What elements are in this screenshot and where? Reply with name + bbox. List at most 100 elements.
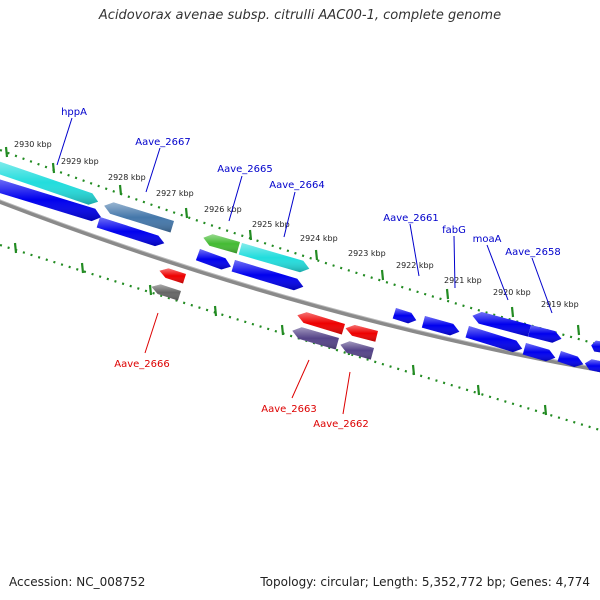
gene-arrow-hppA [0, 161, 99, 205]
position-tick-label: 2921 kbp [444, 276, 482, 285]
gene-label-forward: Aave_2664 [269, 180, 325, 191]
major-tick [184, 207, 189, 219]
position-tick-label: 2930 kbp [14, 140, 52, 149]
major-tick [248, 229, 253, 241]
gene-arrow-aave-2662-shade [345, 325, 378, 342]
major-tick [80, 262, 85, 274]
gene-arrow-aave-2663-shade [297, 312, 345, 335]
major-tick [576, 324, 581, 336]
position-tick-label: 2925 kbp [252, 220, 290, 229]
major-tick [411, 364, 416, 376]
cds-arrow [392, 308, 417, 324]
callout-line [453, 235, 456, 289]
cds-arrow [465, 326, 523, 353]
major-tick [148, 284, 153, 296]
gene-label-forward: hppA [61, 107, 87, 118]
major-tick [13, 242, 18, 254]
gene-callouts: hppA Aave_2667Aave_2665Aave_2664Aave_2661… [56, 107, 561, 430]
callout-line [342, 371, 351, 415]
gene-arrow-hppA-shade [0, 161, 99, 205]
forward-scale-track [0, 148, 600, 347]
cds-arrow [96, 217, 165, 247]
cds-arrow [522, 343, 556, 362]
gene-arrow-aave-2662-cds [340, 341, 374, 360]
major-tick [380, 269, 385, 281]
gene-arrow-aave-2667 [104, 202, 174, 233]
cds-arrow [528, 325, 562, 343]
major-tick [476, 384, 481, 396]
major-tick [445, 288, 450, 300]
callout-line [56, 117, 73, 166]
cds-arrow-shade [231, 260, 304, 291]
major-tick [280, 324, 285, 336]
gene-label-forward: Aave_2661 [383, 213, 439, 224]
major-tick [51, 162, 56, 174]
cds-arrow-shade [195, 249, 231, 270]
gene-arrow-aave-2666-cds-shade [151, 284, 181, 301]
gene-label-reverse: Aave_2662 [313, 419, 369, 430]
gene-arrow-aave-2663 [297, 312, 345, 335]
position-tick-label: 2929 kbp [61, 157, 99, 166]
gene-arrow-aave-2665 [203, 234, 240, 254]
cds-arrow-shade [591, 340, 600, 353]
gene-arrow-aave-2665-shade [203, 234, 240, 254]
gene-arrow-aave-2666-cds [151, 284, 181, 301]
cds-arrow-shade [0, 179, 102, 222]
cds-arrow [231, 260, 304, 291]
topology-text: Topology: circular; Length: 5,352,772 bp… [260, 575, 590, 589]
major-tick [213, 305, 218, 317]
cds-arrow-shade [557, 351, 584, 367]
position-tick-label: 2919 kbp [541, 300, 579, 309]
cds-arrow-shade [584, 359, 600, 373]
major-tick [510, 306, 515, 318]
genome-backbone [0, 199, 600, 373]
cds-arrow-shade [392, 308, 417, 324]
callout-line [486, 244, 509, 301]
position-tick-label: 2928 kbp [108, 173, 146, 182]
cds-arrow [472, 312, 531, 337]
cds-arrow-shade [465, 326, 523, 353]
genome-backbone-highlight [0, 199, 600, 369]
cds-arrow-shade [522, 343, 556, 362]
map-title: Acidovorax avenae subsp. citrulli AAC00-… [98, 8, 502, 23]
cds-arrow-shade [528, 325, 562, 343]
gene-arrow-aave-2664 [238, 243, 310, 273]
gene-features [0, 161, 600, 373]
gene-label-forward: Aave_2658 [505, 247, 561, 258]
callout-line [228, 175, 243, 222]
position-tick-label: 2923 kbp [348, 249, 386, 258]
callout-line [283, 191, 296, 238]
cds-arrow [557, 351, 584, 367]
gene-arrow-aave-2666-shade [159, 268, 186, 284]
accession-text: Accession: NC_008752 [9, 575, 146, 589]
major-tick [314, 249, 319, 261]
gene-arrow-aave-2667-shade [104, 202, 174, 233]
gene-label-forward: fabG [442, 225, 466, 236]
gene-arrow-aave-2666 [159, 268, 186, 284]
reverse-scale-track [0, 243, 600, 432]
gene-label-forward: moaA [473, 234, 502, 245]
position-tick-label: 2926 kbp [204, 205, 242, 214]
callout-line [409, 223, 420, 277]
major-tick [543, 404, 548, 416]
cds-arrow [421, 316, 460, 336]
position-tick-label: 2922 kbp [396, 261, 434, 270]
major-tick [4, 146, 9, 158]
callout-line [144, 312, 159, 354]
major-ticks [4, 146, 581, 416]
gene-label-reverse: Aave_2663 [261, 404, 317, 415]
cds-arrow [195, 249, 231, 270]
gene-label-forward: Aave_2667 [135, 137, 191, 148]
gene-arrow-aave-2663-cds [292, 327, 339, 350]
callout-line [145, 147, 161, 193]
callout-line [291, 359, 310, 399]
gene-label-forward: Aave_2665 [217, 164, 273, 175]
gene-arrow-aave-2663-cds-shade [292, 327, 339, 350]
cds-arrow-shade [421, 316, 460, 336]
major-tick [118, 184, 123, 196]
cds-arrow-shade [96, 217, 165, 247]
cds-arrow [0, 179, 102, 222]
position-tick-label: 2920 kbp [493, 288, 531, 297]
